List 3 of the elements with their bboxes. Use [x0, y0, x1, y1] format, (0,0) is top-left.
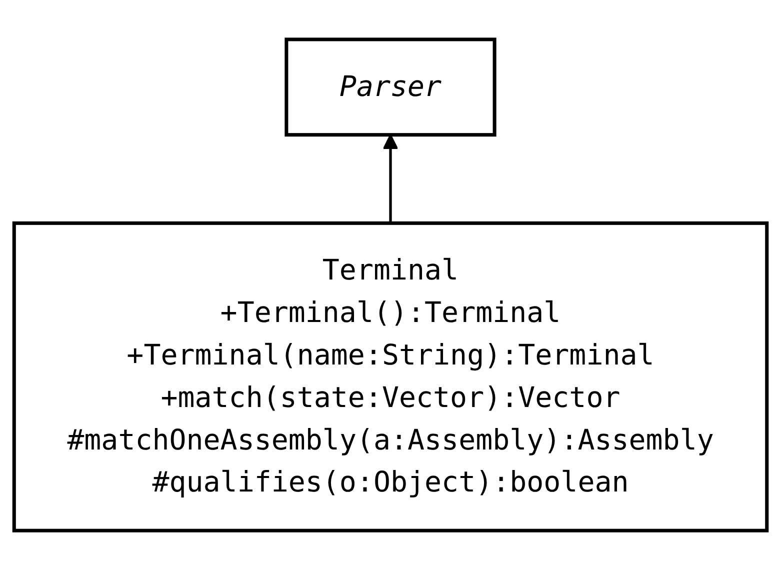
node-box: Parser [284, 38, 496, 137]
arrow [382, 134, 398, 224]
node-box: Terminal +Terminal():Terminal +Terminal(name:String):Terminal +match(state:Vector):Vector #matchOneAssembly(a:Assembly):Assembly #qualifies(o:Object):boolean [12, 221, 769, 532]
